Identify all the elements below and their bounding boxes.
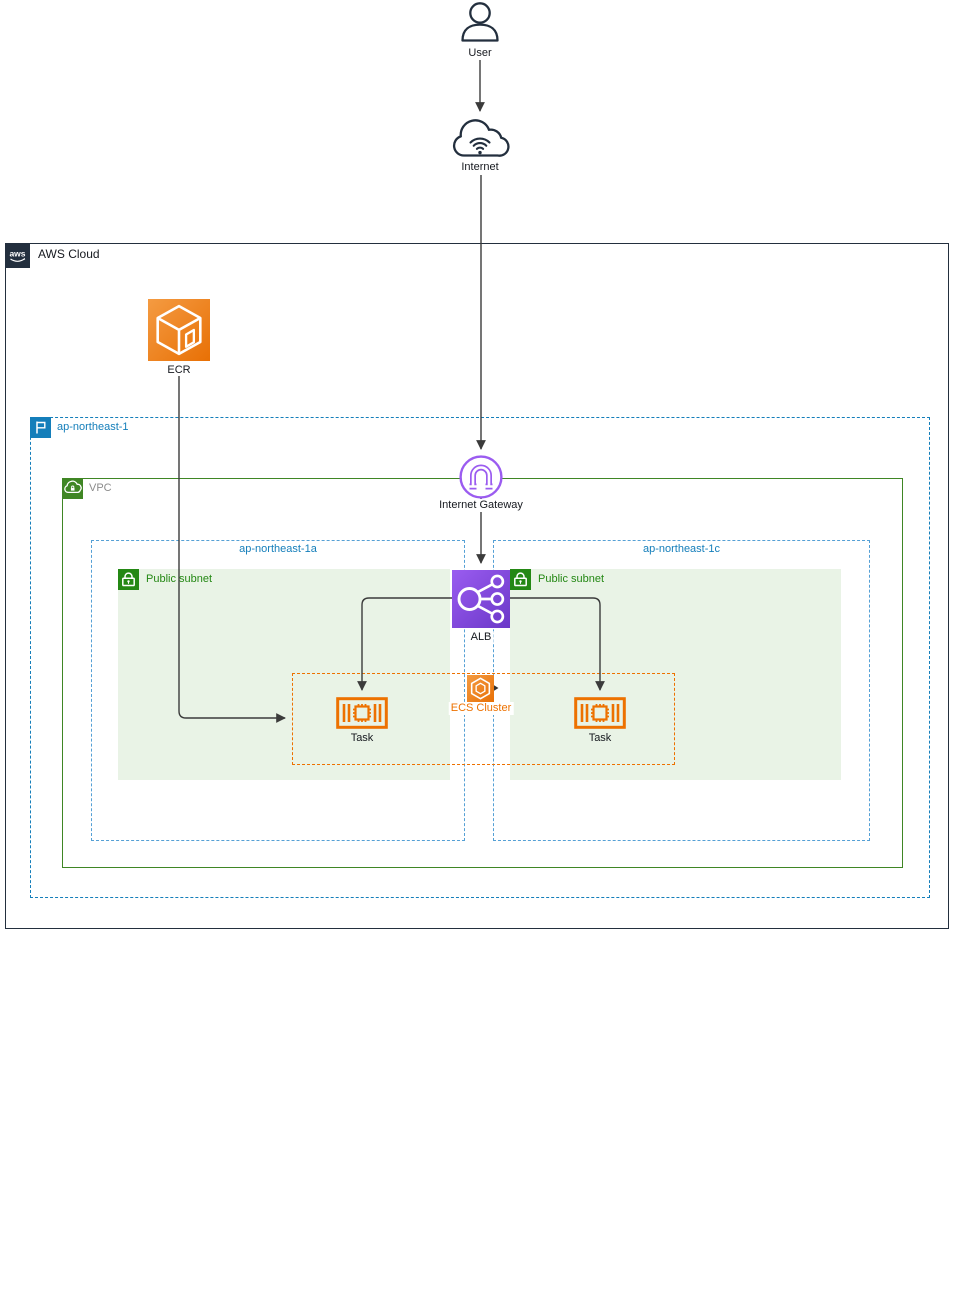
vpc-label: VPC [89,482,112,494]
alb-icon [452,570,510,628]
internet-label: Internet [461,161,499,173]
task-c-label: Task [588,732,612,744]
az-a-label: ap-northeast-1a [239,543,317,555]
subnet-a-label: Public subnet [146,573,213,585]
task-a-label: Task [350,732,374,744]
ecs-cluster-label: ECS Cluster [448,702,514,715]
aws-logo-text: aws [9,249,25,259]
region-flag-icon [30,417,51,438]
ecs-cluster-box [292,673,675,765]
internet-gateway-icon [458,454,504,500]
subnet-c-label: Public subnet [538,573,605,585]
aws-cloud-box [5,243,949,929]
ecs-cluster-icon [467,675,494,702]
ecr-label: ECR [167,364,191,376]
subnet-a-lock-icon [118,569,139,590]
ecr-icon [148,299,210,361]
alb-label: ALB [468,631,494,644]
user-label: User [468,47,492,59]
internet-gateway-label: Internet Gateway [437,499,525,512]
user-icon [458,0,502,44]
aws-logo-icon: aws [5,243,30,268]
task-c-icon [574,697,626,729]
region-box [30,417,930,898]
aws-cloud-label: AWS Cloud [38,247,100,261]
az-c-label: ap-northeast-1c [642,543,721,555]
region-label: ap-northeast-1 [57,421,129,433]
subnet-c-lock-icon [510,569,531,590]
internet-cloud-icon [450,116,510,160]
vpc-cloud-icon [62,478,83,499]
task-a-icon [336,697,388,729]
